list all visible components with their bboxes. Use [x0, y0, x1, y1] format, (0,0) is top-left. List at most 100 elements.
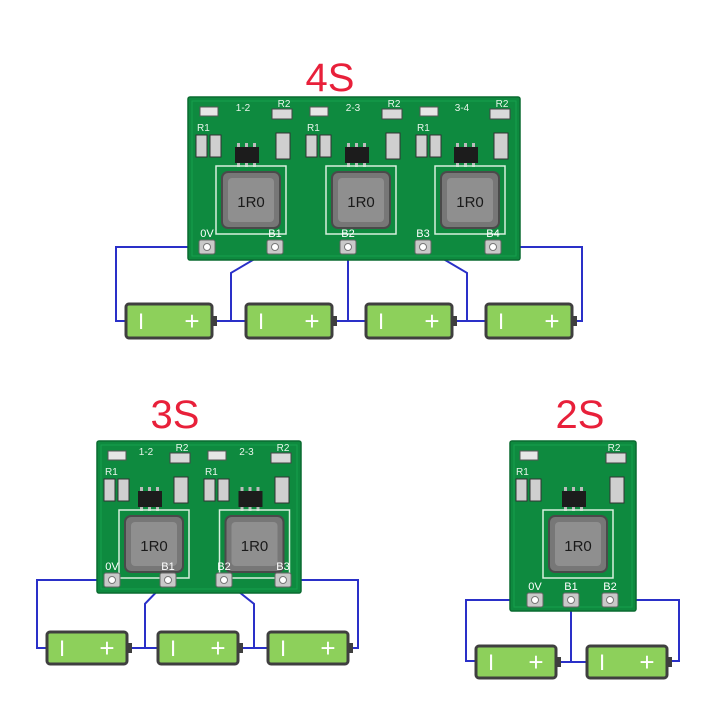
battery-terminal [667, 657, 672, 667]
capacitor-component [195, 134, 208, 158]
silk-label: 3-4 [455, 103, 470, 114]
pin-hole [606, 596, 614, 604]
inductor-outline [215, 165, 287, 235]
battery-positive-label: + [304, 306, 319, 336]
capacitor-component [515, 478, 528, 502]
capacitor-component [117, 478, 130, 502]
silk-label: R1 [516, 467, 529, 478]
capacitor-component [429, 134, 442, 158]
led-component [207, 450, 227, 461]
ic-pin [256, 487, 260, 491]
pin-hole [164, 576, 172, 584]
inductor-outline [542, 509, 614, 579]
battery-terminal [348, 643, 353, 653]
pin-label: 0V [528, 581, 542, 593]
ic-pin [580, 507, 583, 511]
ic-pin [148, 507, 151, 511]
pin-label: B1 [161, 561, 174, 573]
pin-b1: B1 [266, 228, 284, 255]
pin-label: 0V [105, 561, 119, 573]
inductor-core [231, 522, 278, 566]
battery-positive-label: + [424, 306, 439, 336]
silk-label: R1 [105, 467, 118, 478]
capacitor-component [385, 132, 401, 160]
battery-terminal [127, 643, 132, 653]
ic-pin [240, 487, 244, 491]
inductor-core [555, 522, 601, 566]
silk-label: R1 [205, 467, 218, 478]
led-component [199, 106, 219, 117]
battery-cell: I+ [484, 302, 577, 340]
ic-pin [464, 143, 467, 147]
battery-cell: I+ [364, 302, 457, 340]
ic-pin [237, 143, 240, 147]
inductor-outline [218, 509, 291, 579]
wire-top [283, 579, 359, 649]
pin-label: B2 [603, 581, 616, 593]
ic-chip [345, 147, 369, 163]
inductor-outline [118, 509, 190, 579]
capacitor-component [609, 476, 625, 504]
wire-0v [36, 579, 112, 649]
battery-positive-label: + [528, 647, 543, 677]
resistor-component [270, 452, 292, 464]
silk-label: R2 [608, 443, 621, 454]
inductor-core [338, 178, 384, 222]
pin-hole [419, 243, 427, 251]
pin-hole [344, 243, 352, 251]
capacitor-component [209, 134, 222, 158]
inductor-outline [325, 165, 397, 235]
silk-label: R2 [278, 99, 291, 110]
silk-label: 2-3 [239, 447, 254, 458]
title-3s: 3S [150, 393, 200, 437]
ic-pin [564, 507, 567, 511]
ic-pin [253, 143, 256, 147]
resistor-component [381, 108, 403, 120]
inductor-label: 1R0 [347, 194, 375, 211]
capacitor-component [173, 476, 189, 504]
capacitor-component [493, 132, 509, 160]
battery-negative-label: I [378, 309, 384, 334]
pcb-edge [100, 444, 298, 590]
ic-pin [472, 143, 475, 147]
battery-negative-label: I [280, 636, 286, 661]
pin-b1: B1 [159, 561, 177, 588]
battery-terminal [572, 316, 577, 326]
battery-cell: I+ [585, 644, 672, 680]
battery-negative-label: I [488, 650, 494, 675]
ic-chip [138, 491, 162, 507]
pin-label: 0V [200, 228, 214, 240]
ic-pin [240, 507, 244, 511]
ic-pin [472, 163, 475, 167]
ic-pin [148, 487, 151, 491]
ic-chip [454, 147, 478, 163]
pin-b3: B3 [274, 561, 292, 588]
pin-hole [489, 243, 497, 251]
silk-label: R1 [197, 123, 210, 134]
inductor-label: 1R0 [456, 194, 484, 211]
battery-positive-label: + [184, 306, 199, 336]
resistor-component [271, 108, 293, 120]
pin-hole [220, 576, 228, 584]
battery-positive-label: + [639, 647, 654, 677]
battery-positive-label: + [99, 633, 114, 663]
battery-cell: I+ [266, 630, 353, 666]
ic-pin [347, 143, 350, 147]
battery-negative-label: I [138, 309, 144, 334]
inductor-label: 1R0 [140, 538, 168, 555]
battery-terminal [556, 657, 561, 667]
battery-terminal [452, 316, 457, 326]
battery-cell: I+ [124, 302, 217, 340]
silk-label: R1 [307, 123, 320, 134]
pcb-edge [191, 100, 517, 257]
capacitor-component [203, 478, 216, 502]
pin-b4: B4 [484, 228, 502, 255]
ic-pin [248, 487, 252, 491]
led-component [107, 450, 127, 461]
pin-label: B3 [416, 228, 429, 240]
ic-pin [256, 507, 260, 511]
